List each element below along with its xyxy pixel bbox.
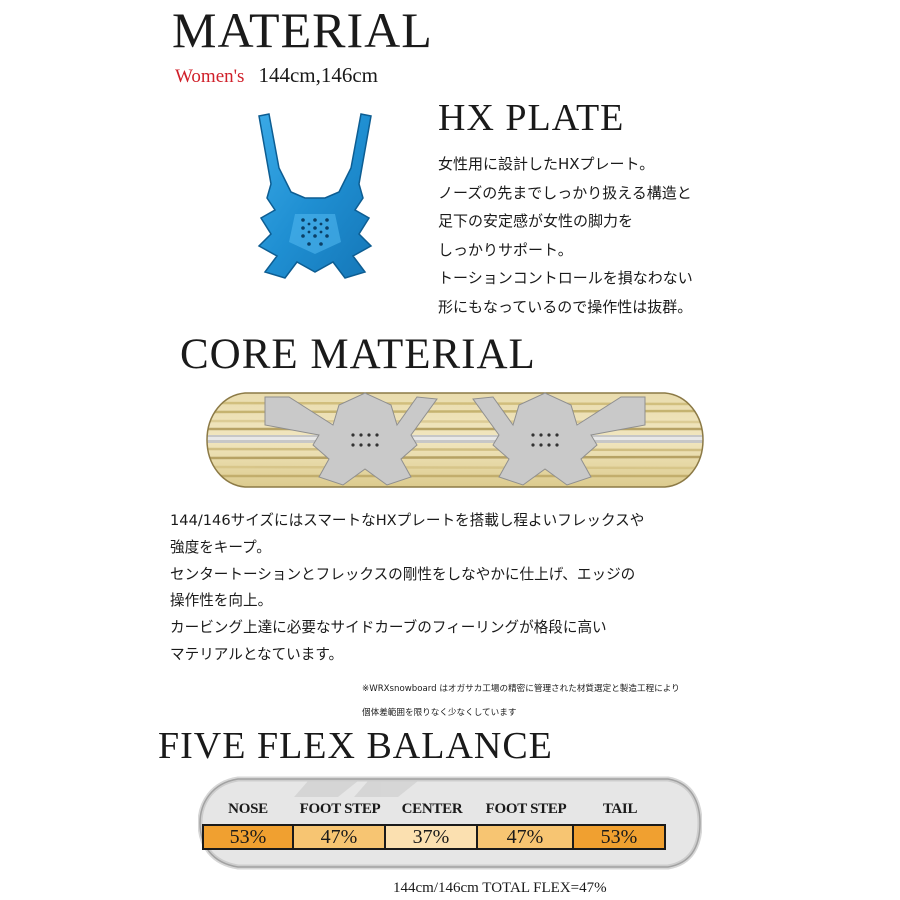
flex-column-value: 47% [294,826,386,848]
manufacturing-note: ※WRXsnowboard はオガサカ工場の精密に管理された材質選定と製造工程に… [362,677,782,725]
flex-value-row: 53%47%37%47%53% [202,824,666,850]
flex-column-value: 47% [478,826,574,848]
size-line: Women's 144cm,146cm [175,62,378,90]
hx-plate-shape [257,113,373,279]
core-material-title: CORE MATERIAL [180,331,536,378]
note-line: ※WRXsnowboard はオガサカ工場の精密に管理された材質選定と製造工程に… [362,684,680,694]
flex-column-value: 53% [204,826,294,848]
five-flex-title: FIVE FLEX BALANCE [158,725,553,767]
text-line: カービング上達に必要なサイドカーブのフィーリングが格段に高い [170,619,607,637]
material-title: MATERIAL [172,2,433,58]
text-line: 足下の安定感が女性の脚力を [438,212,634,231]
flex-column-label: CENTER [401,801,463,817]
text-line: しっかりサポート。 [438,240,573,259]
core-material-description: 144/146サイズにはスマートなHXプレートを搭載し程よいフレックスや 強度を… [170,508,770,669]
text-line: トーションコントロールを損なわない [438,269,693,288]
womens-label: Women's [175,66,245,87]
text-line: 144/146サイズにはスマートなHXプレートを搭載し程よいフレックスや [170,512,645,529]
size-values: 144cm,146cm [258,63,379,87]
text-line: 操作性を向上。 [170,592,273,610]
hx-plate-description: 女性用に設計したHXプレート。 ノーズの先までしっかり扱える構造と 足下の安定感… [438,150,758,322]
text-line: 女性用に設計したHXプレート。 [438,155,655,173]
note-line: 個体差範囲を限りなく少なくしています [362,708,517,718]
text-line: 形にもなっているので操作性は抜群。 [438,297,693,316]
flex-column-label: NOSE [228,801,268,817]
hx-plate-title: HX PLATE [438,97,625,139]
core-board-image [206,392,704,488]
flex-header-row: NOSE FOOT STEP CENTER FOOT STEP TAIL [202,798,666,820]
text-line: ノーズの先までしっかり扱える構造と [438,183,692,202]
hx-plate-image [257,113,373,279]
flex-column-value: 37% [386,826,478,848]
text-line: センタートーションとフレックスの剛性をしなやかに仕上げ、エッジの [170,565,636,583]
text-line: 強度をキープ。 [170,538,271,556]
total-flex-label: 144cm/146cm TOTAL FLEX=47% [393,880,607,896]
text-line: マテリアルとなています。 [170,645,344,663]
flex-column-value: 53% [574,826,664,848]
flex-column-label: FOOT STEP [299,801,381,817]
flex-column-label: TAIL [602,801,638,817]
flex-column-label: FOOT STEP [485,801,567,817]
